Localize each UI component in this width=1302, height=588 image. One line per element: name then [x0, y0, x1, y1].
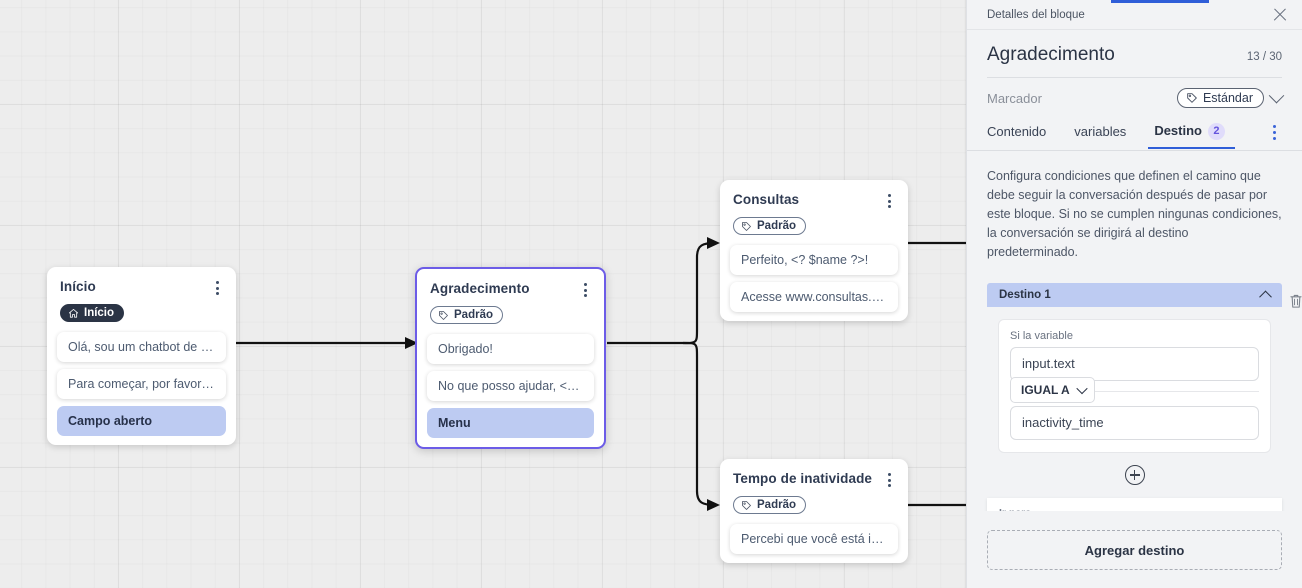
- destination-description: Configura condiciones que definen el cam…: [987, 169, 1282, 259]
- panel-body: Configura condiciones que definen el cam…: [967, 151, 1302, 512]
- tab-label: Contenido: [987, 124, 1047, 139]
- node-title: Agradecimento: [430, 281, 530, 296]
- node-bubbles: Olá, sou um chatbot de teste! Para começ…: [47, 324, 236, 436]
- marker-row: Marcador Estándar: [987, 78, 1285, 108]
- flow-node-inicio[interactable]: Início Início Olá, sou um chatbot de tes…: [47, 267, 236, 445]
- tag-icon: [742, 221, 751, 231]
- node-header: Tempo de inatividade: [720, 459, 908, 489]
- tab-variables[interactable]: variables: [1074, 124, 1126, 148]
- node-tag-label: Padrão: [757, 499, 796, 511]
- node-bubble[interactable]: Olá, sou um chatbot de teste!: [57, 331, 226, 362]
- node-bubble[interactable]: Perfeito, <? $name ?>!: [730, 244, 898, 275]
- flow-canvas[interactable]: Início Início Olá, sou um chatbot de tes…: [0, 0, 966, 588]
- node-header: Consultas: [720, 180, 908, 210]
- tag-icon: [742, 500, 751, 510]
- panel-header: Agradecimento 13 / 30 Marcador Estándar: [967, 30, 1302, 151]
- trash-icon[interactable]: [1289, 293, 1302, 309]
- node-bubble[interactable]: No que posso ajudar, <? $name ...: [427, 370, 594, 401]
- destination-header[interactable]: Destino 1: [987, 283, 1282, 307]
- panel-topbar-title: Detalles del bloque: [987, 8, 1085, 21]
- node-tag-padrao[interactable]: Padrão: [733, 217, 806, 235]
- panel-title-row: Agradecimento 13 / 30: [987, 44, 1282, 66]
- node-tag-label: Padrão: [454, 309, 493, 321]
- add-destination-button[interactable]: Agregar destino: [987, 530, 1282, 570]
- condition-label: Si la variable: [1010, 330, 1073, 342]
- status-badge: 2: [1207, 123, 1225, 140]
- title-divider: [987, 77, 1282, 78]
- page-title: Agradecimento: [987, 44, 1115, 65]
- node-bubble[interactable]: Para começar, por favor digite o ...: [57, 368, 226, 399]
- operator-select[interactable]: IGUAL A: [1010, 377, 1095, 403]
- tab-contenido[interactable]: Contenido: [987, 124, 1046, 148]
- goto-label: Ir para: [999, 507, 1099, 511]
- destination-header-label: Destino 1: [999, 289, 1051, 301]
- panel-topbar: Detalles del bloque: [967, 0, 1302, 30]
- node-tag-padrao[interactable]: Padrão: [733, 496, 806, 514]
- chevron-down-icon: [1076, 382, 1088, 395]
- tag-icon: [439, 310, 448, 320]
- top-accent-bar: [1111, 0, 1209, 3]
- marker-control[interactable]: Estándar: [1176, 87, 1285, 108]
- marker-pill[interactable]: Estándar: [1176, 88, 1264, 108]
- variable-input[interactable]: input.text: [1010, 347, 1259, 381]
- node-bubbles: Percebi que você está inativo. C...: [720, 516, 908, 554]
- node-menu-button[interactable]: [210, 279, 224, 297]
- node-bubbles: Obrigado! No que posso ajudar, <? $name …: [417, 326, 604, 438]
- operator-row: IGUAL A: [1010, 377, 1259, 403]
- tab-destino[interactable]: Destino 2: [1148, 123, 1235, 149]
- kebab-vertical-icon[interactable]: [1266, 122, 1282, 142]
- tab-label: variables: [1074, 124, 1127, 139]
- node-bubble[interactable]: Obrigado!: [427, 333, 594, 364]
- add-condition-row: [987, 453, 1282, 498]
- node-tag-padrao[interactable]: Padrão: [430, 306, 503, 324]
- node-bubble-highlight[interactable]: Menu: [427, 407, 594, 438]
- panel-tabs: Contenido variables Destino 2: [987, 108, 1282, 150]
- block-details-panel: Detalles del bloque Agradecimento 13 / 3…: [966, 0, 1302, 588]
- marker-value: Estándar: [1202, 91, 1253, 105]
- node-bubble[interactable]: Acesse www.consultas.com par...: [730, 281, 898, 312]
- flow-node-agradecimento[interactable]: Agradecimento Padrão Obrigado! No que po…: [415, 267, 606, 449]
- node-bubble-highlight[interactable]: Campo aberto: [57, 405, 226, 436]
- node-tag-label: Início: [84, 307, 115, 319]
- node-menu-button[interactable]: [882, 192, 896, 210]
- chevron-down-icon[interactable]: [1268, 87, 1285, 103]
- chevron-up-icon[interactable]: [1259, 290, 1272, 303]
- tabs-underline: [967, 150, 1302, 151]
- comparison-input[interactable]: inactivity_time: [1010, 406, 1259, 440]
- goto-text: Ir para Falta del tiempo: [999, 507, 1099, 511]
- tab-label: Destino: [1154, 123, 1202, 138]
- node-bubbles: Perfeito, <? $name ?>! Acesse www.consul…: [720, 237, 908, 312]
- node-title: Consultas: [733, 192, 800, 207]
- destination-card: Destino 1 Si la variable input.text IGUA…: [987, 283, 1302, 512]
- close-icon[interactable]: [1272, 7, 1288, 23]
- marker-label: Marcador: [987, 90, 1042, 106]
- node-title: Tempo de inatividade: [733, 471, 873, 486]
- tag-icon: [1187, 93, 1197, 103]
- home-icon: [68, 308, 79, 318]
- node-tag-inicio[interactable]: Início: [60, 304, 125, 322]
- goto-block[interactable]: Ir para Falta del tiempo: [987, 498, 1282, 512]
- node-tag-label: Padrão: [757, 220, 796, 232]
- char-counter: 13 / 30: [1246, 51, 1282, 63]
- node-menu-button[interactable]: [578, 281, 592, 299]
- flow-node-tempo-inatividade[interactable]: Tempo de inatividade Padrão Percebi que …: [720, 459, 908, 563]
- plus-circle-icon[interactable]: [1124, 465, 1145, 485]
- condition-box: Si la variable input.text IGUAL A inacti…: [998, 319, 1271, 453]
- node-bubble[interactable]: Percebi que você está inativo. C...: [730, 523, 898, 554]
- node-menu-button[interactable]: [882, 471, 896, 489]
- flow-node-consultas[interactable]: Consultas Padrão Perfeito, <? $name ?>! …: [720, 180, 908, 321]
- node-title: Início: [60, 279, 96, 294]
- operator-label: IGUAL A: [1021, 383, 1070, 397]
- node-header: Início: [47, 267, 236, 297]
- node-header: Agradecimento: [417, 269, 604, 299]
